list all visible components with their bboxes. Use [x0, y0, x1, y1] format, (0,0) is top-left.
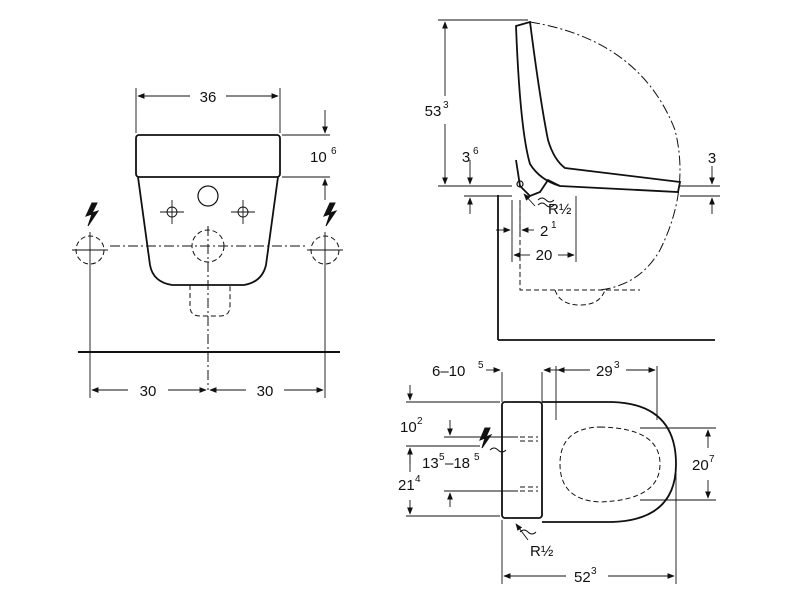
bowl-width-label-sup: 7 — [709, 454, 715, 465]
spacing-right-label: 30 — [257, 383, 274, 400]
lightning-icon — [85, 202, 100, 227]
bolt-right — [231, 200, 255, 224]
offset-label-sup: 6 — [473, 146, 479, 157]
pivot-point — [516, 180, 524, 188]
bowl-opening — [559, 426, 661, 503]
top-hole — [197, 185, 219, 207]
lightning-icon — [323, 202, 338, 227]
water-inlet-icon — [489, 447, 507, 453]
side-a-label-sup: 2 — [417, 416, 423, 427]
open-lid — [515, 20, 682, 193]
water-inlet-icon — [537, 202, 555, 208]
side-b-label-sup1: 5 — [439, 452, 445, 463]
spacing-left-label: 30 — [140, 383, 157, 400]
side-a-label: 10 — [400, 419, 417, 436]
length-label: 52 — [574, 569, 591, 586]
control-box — [501, 401, 543, 519]
bowl-width-label: 20 — [692, 457, 709, 474]
depth-label-sup: 1 — [551, 220, 557, 231]
seat-body — [515, 159, 561, 198]
connector-right — [307, 232, 343, 268]
height-label: 53 — [425, 103, 442, 120]
side-b-label-sup2: 5 — [474, 452, 480, 463]
lid-block — [135, 134, 281, 178]
lid-swing-arc — [529, 21, 681, 291]
connector-left — [72, 232, 108, 268]
connection-label: R½ — [530, 543, 554, 560]
height-label: 10 — [310, 149, 327, 166]
water-inlet-icon — [519, 529, 537, 535]
height-label-sup: 6 — [331, 146, 337, 157]
connection-label: R½ — [548, 201, 572, 218]
offset-label: 3 — [462, 149, 470, 166]
depth-20-label: 20 — [536, 247, 553, 264]
side-c-label-sup: 4 — [415, 474, 421, 485]
depth-label: 2 — [540, 223, 548, 240]
height-label-sup: 3 — [443, 100, 449, 111]
range-label: 6–10 — [432, 363, 465, 380]
side-view: 53 3 3 6 3 2 1 20 R½ — [425, 19, 720, 341]
drain-outline — [554, 289, 606, 306]
length-label-sup: 3 — [591, 566, 597, 577]
top-view: 6–10 5 29 3 10 2 21 4 13 5 –18 5 20 — [398, 360, 716, 586]
side-b-label-mid: –18 — [445, 455, 470, 472]
range-label-sup: 5 — [478, 360, 484, 371]
width-label-sup: 3 — [614, 360, 620, 371]
seat-outline — [542, 401, 677, 523]
side-b-label: 13 — [422, 455, 439, 472]
width-label: 36 — [200, 89, 217, 106]
side-c-label: 21 — [398, 477, 415, 494]
bolt-left — [160, 200, 184, 224]
seat-gap-label: 3 — [708, 150, 716, 167]
lightning-icon — [479, 427, 493, 449]
bowl-outline — [519, 200, 640, 291]
width-label: 29 — [596, 363, 613, 380]
drain-outline — [189, 285, 231, 317]
front-view: 36 10 6 30 30 — [72, 88, 343, 400]
water-inlet-icon — [537, 197, 555, 203]
